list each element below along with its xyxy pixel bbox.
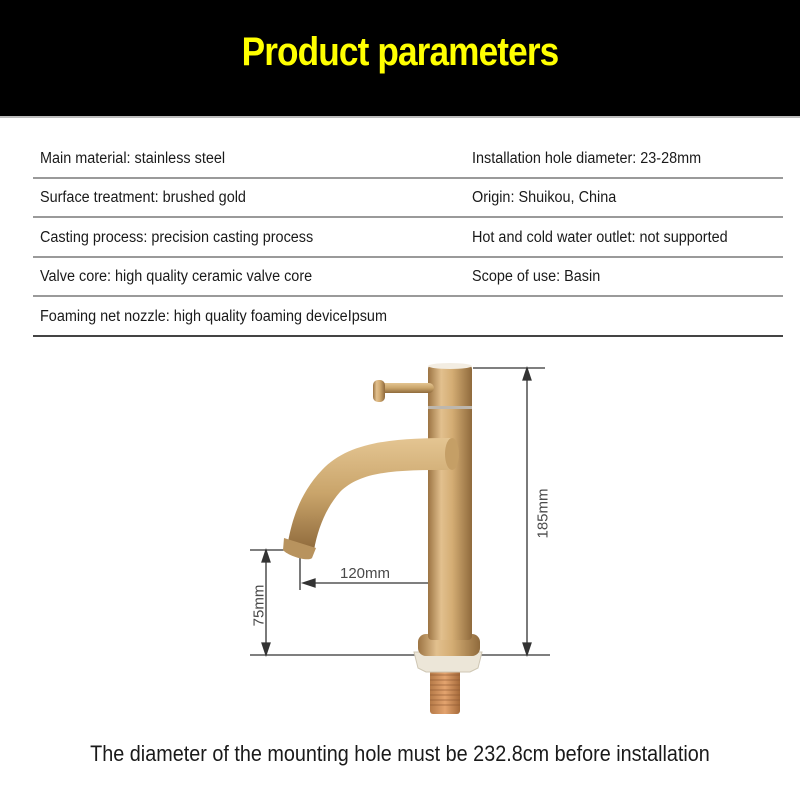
height-dimension-label: 185mm	[534, 488, 552, 539]
page-title: Product parameters	[241, 30, 560, 74]
table-row: Foaming net nozzle: high quality foaming…	[33, 296, 783, 337]
param-main-material: Main material: stainless steel	[40, 150, 226, 167]
faucet-illustration	[250, 363, 550, 714]
param-surface-treatment: Surface treatment: brushed gold	[40, 189, 246, 206]
faucet-dimension-diagram: 185mm 120mm 75mm	[0, 340, 800, 720]
param-scope-of-use: Scope of use: Basin	[472, 268, 601, 285]
param-foaming-nozzle: Foaming net nozzle: high quality foaming…	[40, 308, 387, 325]
table-row: Main material: stainless steel Installat…	[33, 138, 783, 179]
param-water-outlet: Hot and cold water outlet: not supported	[472, 229, 728, 246]
table-row: Surface treatment: brushed gold Origin: …	[33, 177, 783, 218]
table-row: Valve core: high quality ceramic valve c…	[33, 256, 783, 297]
reach-dimension-label: 120mm	[340, 565, 391, 582]
table-row: Casting process: precision casting proce…	[33, 217, 783, 258]
param-casting-process: Casting process: precision casting proce…	[40, 229, 314, 246]
param-origin: Origin: Shuikou, China	[472, 189, 617, 206]
header-divider	[0, 116, 800, 118]
spout-height-dimension-label: 75mm	[250, 584, 268, 627]
header-banner: Product parameters	[0, 0, 800, 116]
param-installation-hole-diameter: Installation hole diameter: 23-28mm	[472, 150, 702, 167]
param-valve-core: Valve core: high quality ceramic valve c…	[40, 268, 313, 285]
installation-note: The diameter of the mounting hole must b…	[90, 741, 710, 766]
